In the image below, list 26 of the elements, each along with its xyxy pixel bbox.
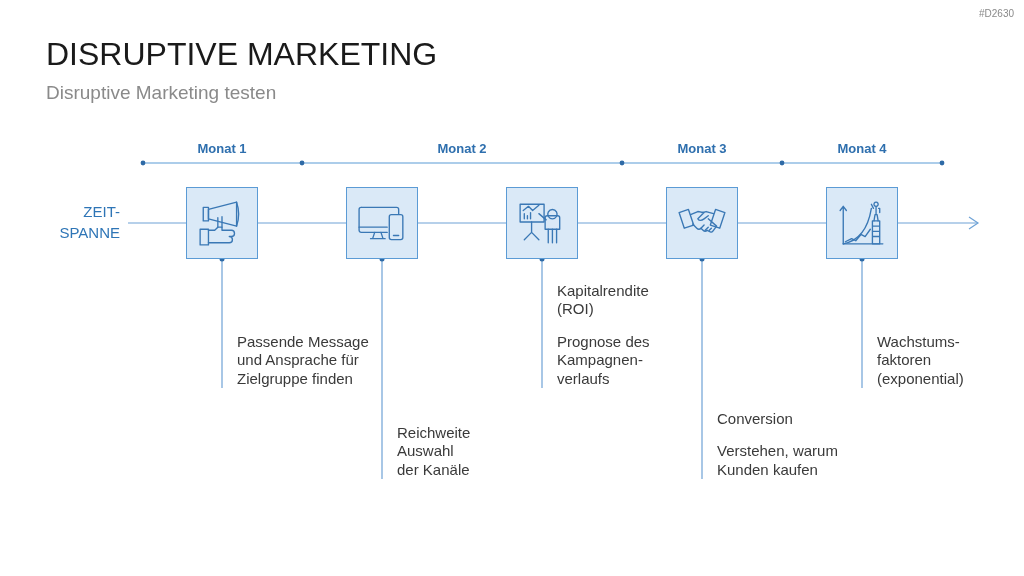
step-description: Verstehen, warum Kunden kaufen (717, 442, 839, 479)
month-label: Monat 4 (837, 141, 887, 157)
timeline-line (737, 222, 827, 224)
timeline-line (577, 222, 667, 224)
icon-tile (186, 187, 258, 259)
icon-tile (346, 187, 418, 259)
step-heading: Conversion (717, 409, 794, 428)
timeline-arrow (897, 216, 979, 230)
timeline-line (257, 222, 347, 224)
step-description: Reichweite Auswahl der Kanäle (397, 423, 472, 479)
icon-tile (506, 187, 578, 259)
step-description: Wachstums- faktoren (exponential) (877, 332, 965, 388)
month-label: Monat 2 (437, 141, 487, 157)
step-description: Passende Message und Ansprache für Zielgruppe finden (237, 332, 370, 388)
timeline-line (127, 222, 187, 224)
axis-label: ZEIT- SPANNE (58, 202, 120, 243)
subtitle: Disruptive Marketing testen (46, 81, 277, 105)
step-description: Prognose des Kampagnen- verlaufs (557, 332, 651, 388)
reference-code: #D2630 (978, 8, 1014, 20)
month-label: Monat 3 (677, 141, 727, 157)
timeline-line (417, 222, 507, 224)
icon-tile (826, 187, 898, 259)
month-label: Monat 1 (197, 141, 247, 157)
icon-tile (666, 187, 738, 259)
step-heading: Kapitalrendite (ROI) (557, 281, 650, 319)
title: DISRUPTIVE MARKETING (46, 35, 438, 73)
